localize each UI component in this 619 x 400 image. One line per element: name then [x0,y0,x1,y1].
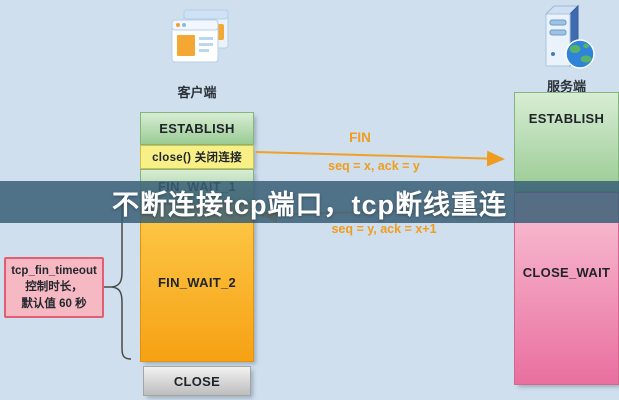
ack-arrow-detail: seq = y, ack = x+1 [331,222,436,236]
server-state-establish: ESTABLISH [514,92,619,192]
server-state-close-wait: CLOSE_WAIT [514,192,619,385]
tcp-fin-timeout-note-line1: tcp_fin_timeout [11,265,97,278]
fin-arrow-detail: seq = x, ack = y [328,159,420,173]
tcp-fin-timeout-note: tcp_fin_timeout 控制时长， 默认值 60 秒 [4,257,104,318]
fin-arrow-title: FIN [349,130,371,145]
tcp-fin-timeout-note-line2: 控制时长， [25,281,83,294]
server-endpoint-label: 服务端 [546,79,586,94]
title-banner: 不断连接tcp端口，tcp断线重连 [0,181,619,223]
client-close-call-note: close() 关闭连接 [140,145,254,169]
tcp-fin-timeout-note-line3: 默认值 60 秒 [21,297,87,310]
title-banner-text: 不断连接tcp端口，tcp断线重连 [112,189,507,220]
client-state-close: CLOSE [143,366,251,396]
fin-arrow [255,150,505,167]
client-state-establish: ESTABLISH [140,112,254,145]
server-icon [544,4,595,69]
client-window-icon [171,9,229,63]
client-endpoint-label: 客户端 [177,85,217,100]
client-state-fin-wait-2: FIN_WAIT_2 [140,203,254,362]
